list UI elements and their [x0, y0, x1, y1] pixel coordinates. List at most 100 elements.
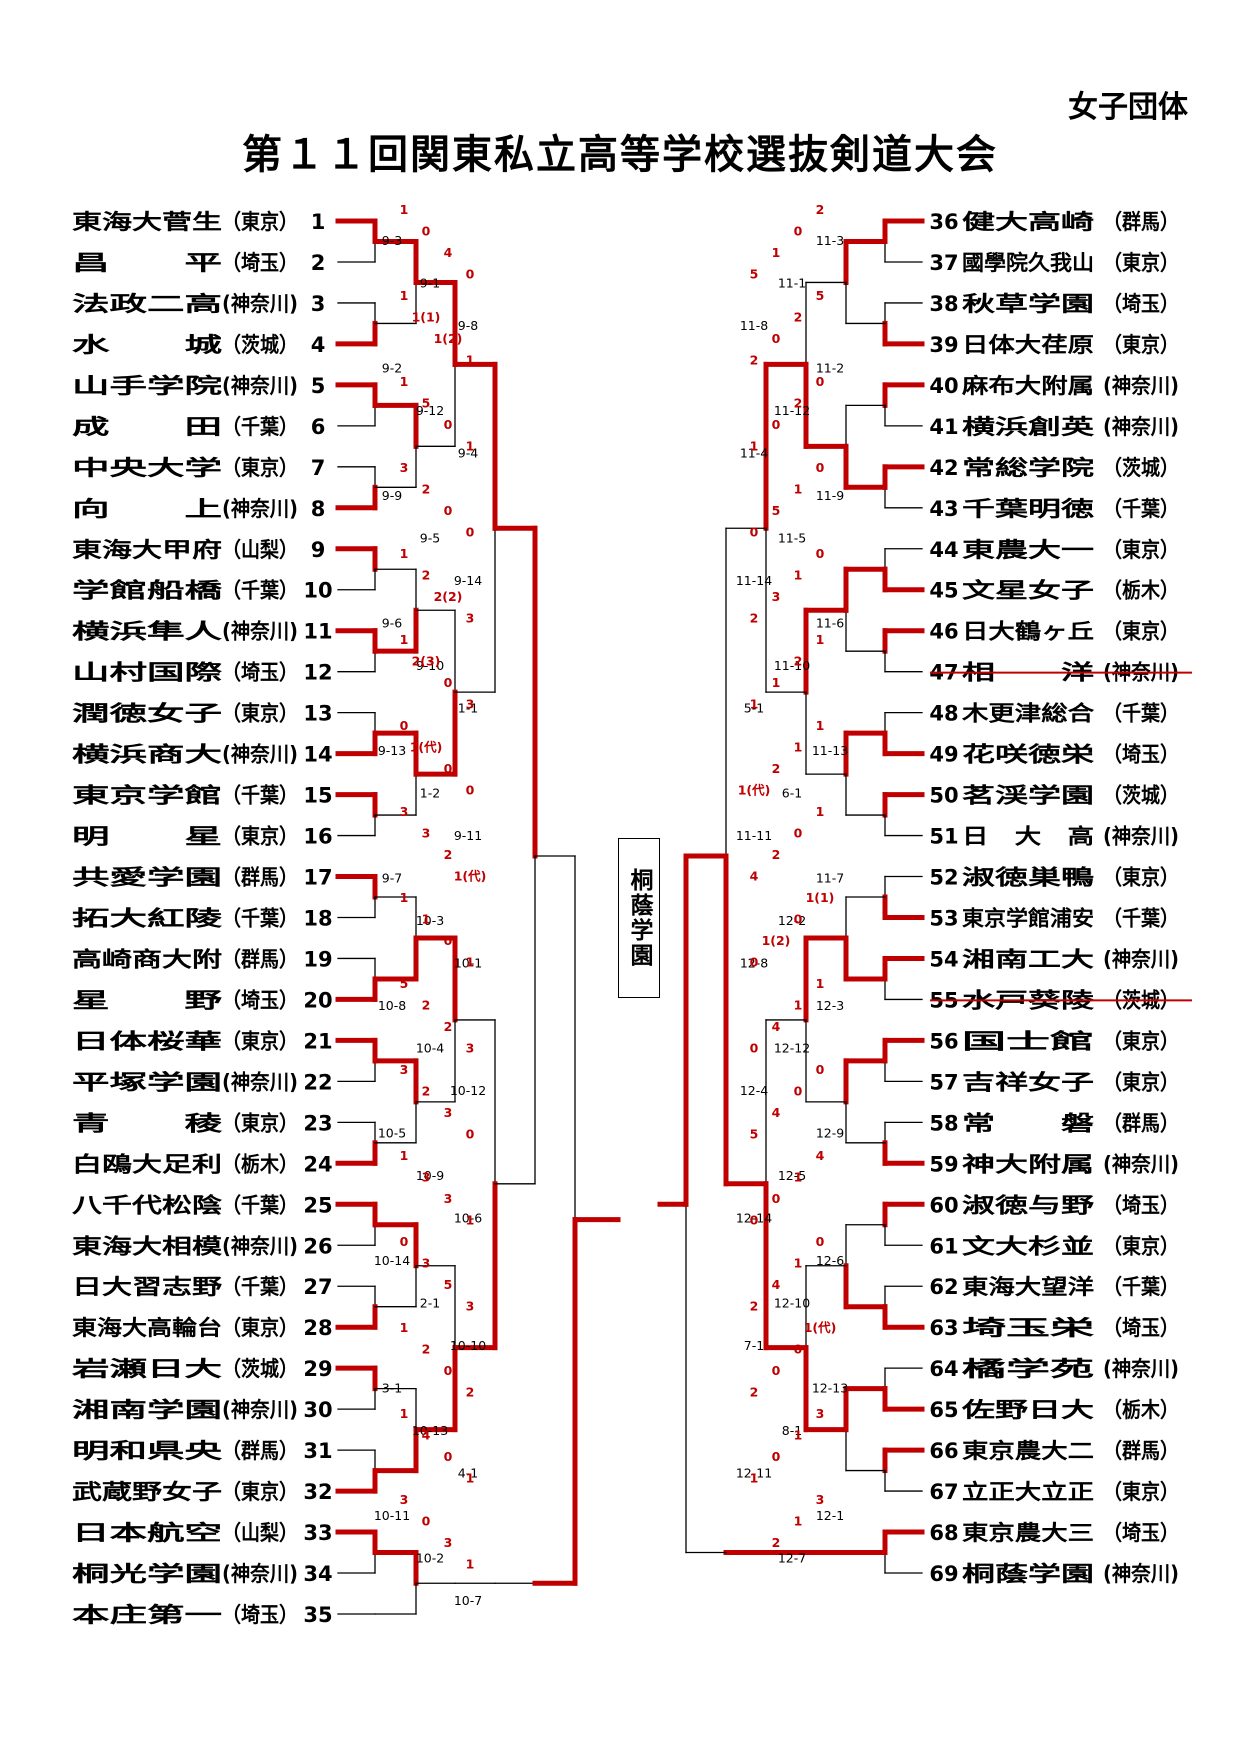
match-label: 9-10	[416, 658, 444, 673]
team-prefecture: （茨城）	[1103, 456, 1179, 480]
match-label: 10-14	[374, 1253, 410, 1268]
team-name: 拓大紅陵	[72, 906, 224, 930]
team-prefecture: （東京）	[1103, 866, 1179, 890]
match-score: 4	[444, 245, 453, 260]
match-score: 2	[794, 654, 803, 669]
team-prefecture: (神奈川)	[1103, 947, 1179, 971]
team-prefecture: （栃木）	[1103, 579, 1179, 603]
match-label: 9-3	[382, 233, 402, 248]
match-label: 12-4	[740, 1083, 768, 1098]
match-score: 0	[750, 955, 759, 970]
match-label: 9-5	[420, 531, 440, 546]
team-prefecture: （茨城）	[1103, 784, 1179, 808]
team-name: 埼玉栄	[962, 1316, 1096, 1340]
team-prefecture: （千葉）	[222, 579, 298, 603]
team-prefecture: （千葉）	[222, 906, 298, 930]
team-prefecture: (神奈川)	[222, 620, 298, 644]
team-name: 神大附属	[962, 1152, 1094, 1176]
match-label: 2-1	[420, 1296, 440, 1311]
match-label: 9-2	[382, 361, 402, 376]
match-label: 5-1	[744, 701, 764, 716]
match-score: 3	[466, 1299, 475, 1314]
match-score: 1(代)	[738, 783, 771, 798]
match-score: 0	[750, 1041, 759, 1056]
team-prefecture: （群馬）	[1103, 1111, 1179, 1135]
team-name: 千葉明徳	[962, 497, 1094, 521]
team-prefecture: （東京）	[1103, 1480, 1179, 1504]
match-score: 0	[466, 525, 475, 540]
match-label: 10-9	[416, 1168, 444, 1183]
match-score: 1(1)	[806, 890, 835, 905]
team-number: 37	[929, 251, 958, 275]
team-number: 27	[303, 1275, 332, 1299]
team-name: 日体大荏原	[962, 333, 1094, 357]
team-name: 日大鶴ヶ丘	[962, 620, 1094, 644]
team-number: 62	[929, 1275, 958, 1299]
team-number: 3	[311, 292, 326, 316]
team-prefecture: （埼玉）	[1103, 1193, 1179, 1217]
team-prefecture: （茨城）	[222, 1357, 298, 1381]
team-name: 佐野日大	[960, 1398, 1094, 1422]
team-prefecture: (神奈川)	[222, 374, 298, 398]
match-score: 1	[466, 955, 475, 970]
match-label: 8-1	[782, 1423, 802, 1438]
match-score: 0	[772, 1449, 781, 1464]
team-prefecture: （千葉）	[222, 415, 298, 439]
match-label: 12-2	[778, 913, 806, 928]
match-score: 0	[816, 374, 825, 389]
team-name: 八千代松陰	[72, 1193, 223, 1217]
team-name: 橘学苑	[962, 1357, 1094, 1381]
match-score: 0	[466, 783, 475, 798]
match-score: 0	[466, 267, 475, 282]
team-number: 40	[929, 374, 958, 398]
match-score: 1	[816, 632, 825, 647]
match-score: 1	[400, 890, 409, 905]
match-label: 4-1	[458, 1466, 478, 1481]
match-score: 2	[422, 1084, 431, 1099]
match-score: 1	[750, 439, 759, 454]
team-prefecture: （東京）	[222, 1029, 298, 1053]
match-label: 1-1	[458, 701, 478, 716]
match-score: 4	[772, 1105, 781, 1120]
match-score: 0	[794, 224, 803, 239]
team-name: 麻布大附属	[961, 374, 1094, 398]
match-label: 11-7	[816, 871, 844, 886]
match-label: 11-8	[740, 318, 768, 333]
team-name: 淑徳巣鴨	[962, 866, 1094, 890]
match-label: 11-5	[778, 531, 806, 546]
team-name: 星 野	[72, 988, 222, 1012]
match-score: 0	[444, 503, 453, 518]
match-score: 0	[816, 460, 825, 475]
match-score: 0	[794, 826, 803, 841]
team-name: 東海大相模	[72, 1234, 223, 1258]
match-score: 1	[400, 288, 409, 303]
team-prefecture: (神奈川)	[1103, 1152, 1179, 1176]
match-score: 3	[400, 804, 409, 819]
match-score: 2(3)	[412, 654, 441, 669]
team-number: 32	[303, 1480, 332, 1504]
match-label: 9-7	[382, 871, 402, 886]
match-label: 10-10	[450, 1338, 486, 1353]
match-label: 9-11	[454, 828, 482, 843]
team-name: 木更津総合	[961, 702, 1096, 726]
match-score: 5	[750, 267, 759, 282]
team-prefecture: (神奈川)	[222, 1070, 298, 1094]
match-score: 1	[794, 568, 803, 583]
team-number: 54	[929, 947, 958, 971]
match-score: 1	[466, 439, 475, 454]
team-prefecture: (神奈川)	[222, 743, 298, 767]
team-number: 9	[311, 538, 326, 562]
match-label: 10-12	[450, 1083, 486, 1098]
match-label: 11-2	[816, 361, 844, 376]
match-score: 3	[772, 589, 781, 604]
team-name: 東海大高輪台	[72, 1316, 222, 1340]
match-label: 9-9	[382, 488, 402, 503]
match-score: 3	[816, 1406, 825, 1421]
team-number: 35	[303, 1603, 332, 1627]
match-label: 12-5	[778, 1168, 806, 1183]
match-score: 2	[422, 1342, 431, 1357]
team-number: 16	[303, 825, 332, 849]
match-score: 1	[422, 912, 431, 927]
team-prefecture: （栃木）	[1103, 1398, 1179, 1422]
team-name: 岩瀬日大	[70, 1357, 222, 1381]
